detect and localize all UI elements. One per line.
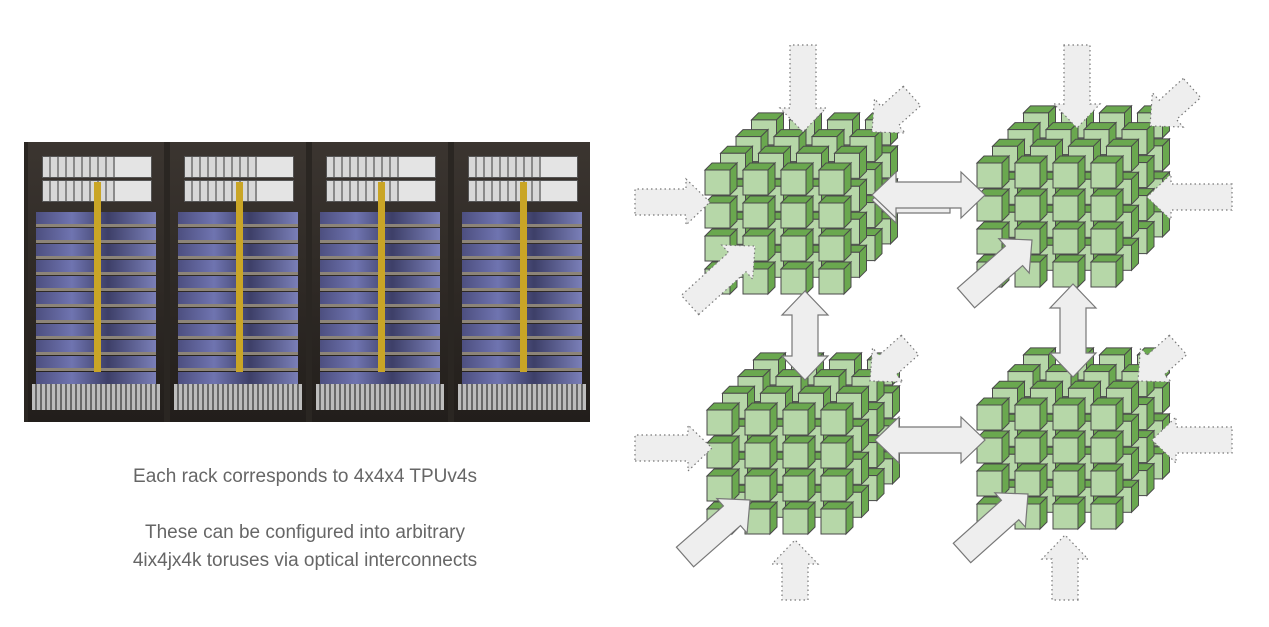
cube-front-face <box>818 268 845 295</box>
switch-panel <box>326 156 436 178</box>
cube-front-face <box>704 202 731 229</box>
cube-front-face <box>976 162 1003 189</box>
cube-front-face <box>782 475 809 502</box>
yellow-cable <box>378 182 385 372</box>
external-link-arrow <box>634 423 713 473</box>
switch-panel <box>468 156 578 178</box>
cube-front-face <box>1090 404 1117 431</box>
cube-front-face <box>976 195 1003 222</box>
rack <box>454 142 590 422</box>
wraparound-arrow <box>956 237 1033 309</box>
rack-base <box>174 384 302 410</box>
rack-base <box>32 384 160 410</box>
switch-panel <box>184 156 294 178</box>
cube-front-face <box>820 508 847 535</box>
cube-front-face <box>706 442 733 469</box>
wraparound-arrow <box>952 492 1029 564</box>
external-link-arrow <box>778 44 828 133</box>
cube-front-face <box>1052 195 1079 222</box>
caption-rack: Each rack corresponds to 4x4x4 TPUv4s <box>133 466 477 487</box>
yellow-cable <box>94 182 101 372</box>
external-link-arrow <box>869 334 920 383</box>
cube-front-face <box>1052 437 1079 464</box>
cube-front-face <box>744 475 771 502</box>
cube-front-face <box>706 475 733 502</box>
external-link-arrow <box>770 539 820 601</box>
cube-front-face <box>818 235 845 262</box>
cube-front-face <box>1090 228 1117 255</box>
rack-base <box>316 384 444 410</box>
external-link-arrow <box>1146 172 1233 222</box>
external-link-arrow <box>871 85 922 134</box>
cube-front-face <box>780 235 807 262</box>
cube-front-face <box>1014 195 1041 222</box>
link-arrow <box>1048 283 1098 378</box>
cube-front-face <box>780 169 807 196</box>
cube-front-face <box>820 442 847 469</box>
cube-front-face <box>704 169 731 196</box>
wraparound-arrow <box>675 497 751 568</box>
rack <box>312 142 448 422</box>
link-arrow <box>780 290 830 381</box>
cube-front-face <box>1052 470 1079 497</box>
external-link-arrow <box>1040 534 1090 601</box>
caption-config-line1: These can be configured into arbitrary <box>144 522 465 543</box>
external-link-arrow <box>1137 334 1188 383</box>
cube-front-face <box>742 268 769 295</box>
link-arrow <box>871 170 986 220</box>
cube-front-face <box>742 169 769 196</box>
cube-front-face <box>782 409 809 436</box>
cube-front-face <box>780 268 807 295</box>
link-arrow <box>874 415 986 465</box>
cube-front-face <box>1090 437 1117 464</box>
cube-front-face <box>1052 162 1079 189</box>
cube-front-face <box>818 202 845 229</box>
rack <box>170 142 306 422</box>
cube-front-face <box>820 475 847 502</box>
yellow-cable <box>520 182 527 372</box>
cube-front-face <box>820 409 847 436</box>
rack <box>28 142 164 422</box>
cube-front-face <box>1052 261 1079 288</box>
switch-panel <box>42 156 152 178</box>
rack-base <box>458 384 586 410</box>
cube-front-face <box>976 228 1003 255</box>
cube-front-face <box>780 202 807 229</box>
cube-front-face <box>976 404 1003 431</box>
cube-front-face <box>818 169 845 196</box>
cube-front-face <box>1052 404 1079 431</box>
external-link-arrow <box>1149 77 1202 128</box>
cube-front-face <box>1090 503 1117 530</box>
cube-front-face <box>1090 195 1117 222</box>
tpu-racks-photo <box>24 142 590 422</box>
cube-front-face <box>744 442 771 469</box>
cube-front-face <box>1090 470 1117 497</box>
cube-front-face <box>1052 228 1079 255</box>
cube-front-face <box>1014 437 1041 464</box>
external-link-arrow <box>680 244 756 316</box>
external-link-arrow <box>1052 44 1102 129</box>
cube-front-face <box>1014 470 1041 497</box>
cube-front-face <box>744 409 771 436</box>
cube-front-face <box>1090 261 1117 288</box>
external-link-arrow <box>634 177 711 227</box>
cube-front-face <box>782 442 809 469</box>
caption-config-line2: 4ix4jx4k toruses via optical interconnec… <box>132 550 478 571</box>
external-link-arrow <box>1151 415 1233 465</box>
cube-front-face <box>706 409 733 436</box>
cube-front-face <box>1014 404 1041 431</box>
yellow-cable <box>236 182 243 372</box>
cube-front-face <box>742 202 769 229</box>
cube-front-face <box>1052 503 1079 530</box>
cube-front-face <box>782 508 809 535</box>
cube-front-face <box>976 470 1003 497</box>
cube-front-face <box>1090 162 1117 189</box>
cube-front-face <box>1014 162 1041 189</box>
